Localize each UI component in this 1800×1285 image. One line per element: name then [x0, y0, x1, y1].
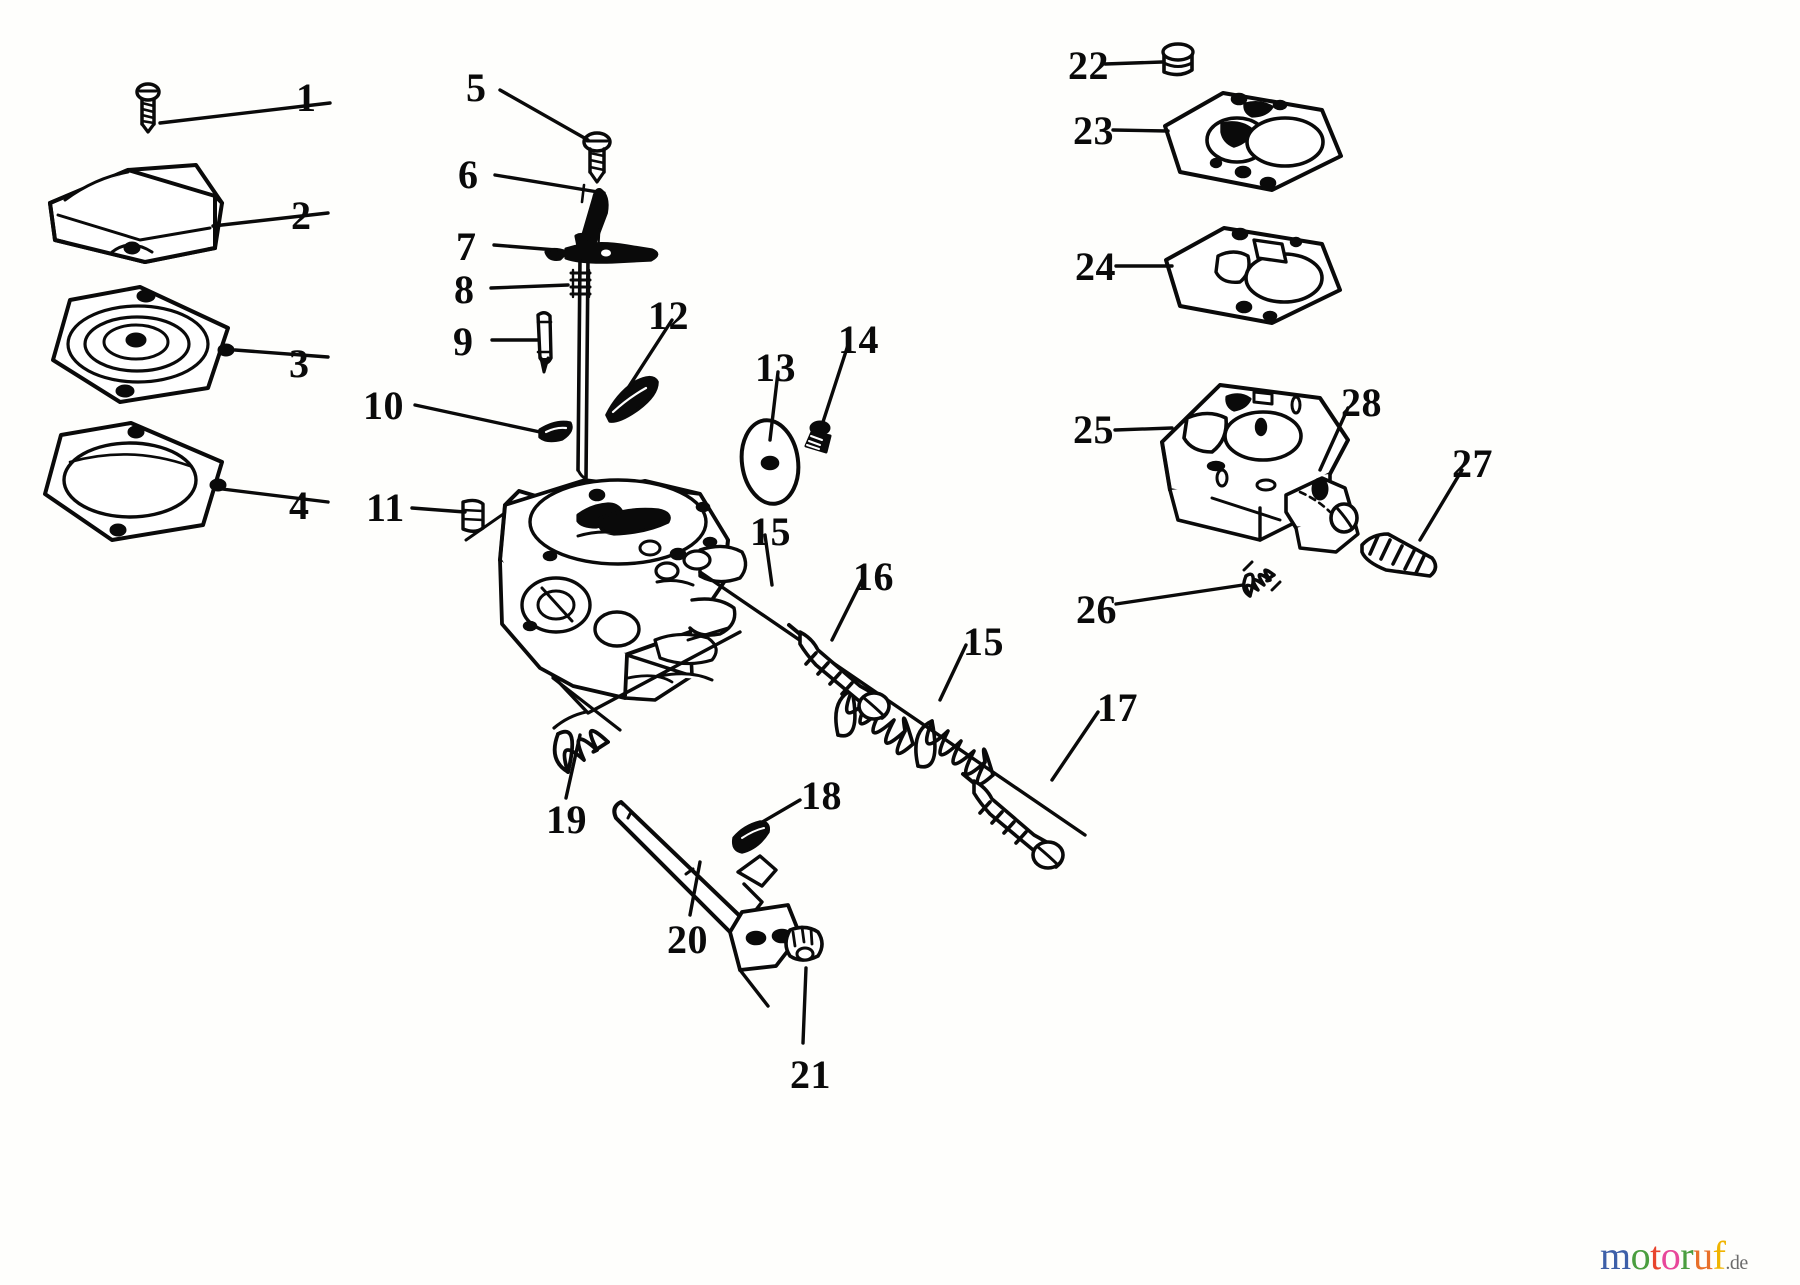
callout-number-24: 24	[1075, 244, 1116, 289]
leader-line-22	[1103, 60, 1164, 66]
leader-line-16	[830, 578, 864, 642]
leader-line-11	[410, 506, 467, 514]
part-9-inlet-needle	[536, 311, 553, 374]
part-5-lever-pin-screw	[582, 131, 612, 184]
part-3-pump-diaphragm	[51, 285, 235, 404]
callout-number-25: 25	[1073, 407, 1114, 452]
callout-number-13: 13	[755, 345, 796, 390]
logo-tld: .de	[1725, 1252, 1748, 1274]
leader-line-18	[750, 798, 802, 830]
logo-letter-t: t	[1650, 1233, 1661, 1278]
leader-line-7	[492, 243, 558, 252]
callout-number-8: 8	[454, 267, 475, 312]
leader-line-25	[1113, 426, 1174, 432]
leader-line-13	[768, 370, 780, 442]
callout-number-9: 9	[453, 319, 474, 364]
part-23-metering-diaphragm	[1163, 91, 1343, 192]
leader-line-8	[489, 283, 570, 290]
callout-number-22: 22	[1068, 43, 1109, 88]
callout-leader-lines	[158, 60, 1464, 1045]
callout-number-23: 23	[1073, 108, 1114, 153]
callout-number-17: 17	[1097, 685, 1138, 730]
part-10-welch-plug	[538, 420, 573, 443]
callout-number-1: 1	[296, 75, 317, 120]
logo-letter-u: u	[1693, 1233, 1713, 1278]
callout-number-18: 18	[801, 773, 842, 818]
leader-line-27	[1418, 468, 1464, 542]
logo-letter-m: m	[1600, 1233, 1631, 1278]
callout-number-15: 15	[963, 619, 1004, 664]
part-22-check-valve-plug	[1161, 42, 1195, 77]
callout-number-11: 11	[366, 485, 405, 530]
part-18-choke-detent-spring	[731, 820, 771, 854]
callout-number-2: 2	[291, 193, 312, 238]
leader-line-19	[564, 733, 582, 800]
leader-line-4	[212, 486, 330, 504]
leader-line-12	[626, 318, 674, 390]
leader-line-28	[1318, 406, 1350, 472]
callout-number-16: 16	[853, 554, 894, 599]
leader-line-17	[1050, 710, 1100, 782]
part-17-idle-mixture-needle	[961, 772, 1065, 870]
part-15-spring-lower	[914, 719, 995, 787]
part-19-throttle-return-spring	[552, 710, 610, 774]
leader-line-23	[1111, 128, 1170, 133]
leader-line-21	[801, 966, 808, 1045]
leader-line-26	[1114, 583, 1245, 606]
part-12-throttle-shaft-clip	[605, 375, 659, 423]
part-11-idle-plug	[461, 498, 485, 533]
part-16-high-speed-needle	[787, 623, 891, 721]
motoruf-watermark-logo: motoruf.de	[1600, 1232, 1748, 1279]
callout-number-4: 4	[289, 483, 310, 528]
part-4-pump-gasket	[43, 421, 227, 542]
leader-line-5	[498, 88, 590, 142]
logo-letter-o2: o	[1660, 1233, 1681, 1278]
part-28-cover-pin	[1311, 477, 1329, 501]
leader-line-20	[688, 860, 702, 917]
leader-line-10	[413, 403, 542, 434]
callout-number-10: 10	[363, 383, 404, 428]
carburetor-main-body	[498, 478, 748, 702]
part-24-metering-gasket	[1164, 226, 1342, 325]
part-26-body-screw-spring	[1242, 560, 1282, 598]
throttle-shaft-vertical	[576, 256, 590, 480]
part-13-throttle-plate	[739, 418, 801, 506]
callout-number-19: 19	[546, 797, 587, 842]
callout-number-12: 12	[648, 293, 689, 338]
leader-line-15	[938, 643, 968, 702]
callout-number-26: 26	[1076, 587, 1117, 632]
callout-number-3: 3	[289, 341, 310, 386]
callout-number-28: 28	[1341, 380, 1382, 425]
callout-number-27: 27	[1452, 441, 1493, 486]
callout-number-6: 6	[458, 152, 479, 197]
callout-number-21: 21	[790, 1052, 831, 1097]
part-25-carburetor-body-cover	[1160, 383, 1360, 554]
part-14-throttle-plate-screw	[804, 420, 832, 454]
logo-letter-f: f	[1712, 1233, 1726, 1278]
callout-number-20: 20	[667, 917, 708, 962]
part-21-shaft-retainer-clip	[784, 925, 824, 962]
leader-line-3	[233, 348, 330, 359]
leader-line-1	[158, 101, 332, 125]
part-2-fuel-pump-cover	[48, 163, 224, 264]
leader-line-2	[211, 211, 330, 228]
callout-number-15: 15	[750, 509, 791, 554]
logo-letter-o1: o	[1630, 1233, 1651, 1278]
logo-letter-r: r	[1680, 1233, 1694, 1278]
leader-line-6	[493, 173, 606, 195]
callout-number-7: 7	[456, 224, 477, 269]
part-27-idle-speed-screw	[1360, 532, 1438, 578]
mixture-screw-axis	[698, 570, 1087, 837]
callout-number-5: 5	[466, 65, 487, 110]
leader-line-14	[820, 343, 850, 427]
part-1-cover-screw	[135, 82, 161, 134]
leader-line-15	[763, 533, 774, 587]
callout-number-14: 14	[838, 317, 879, 362]
